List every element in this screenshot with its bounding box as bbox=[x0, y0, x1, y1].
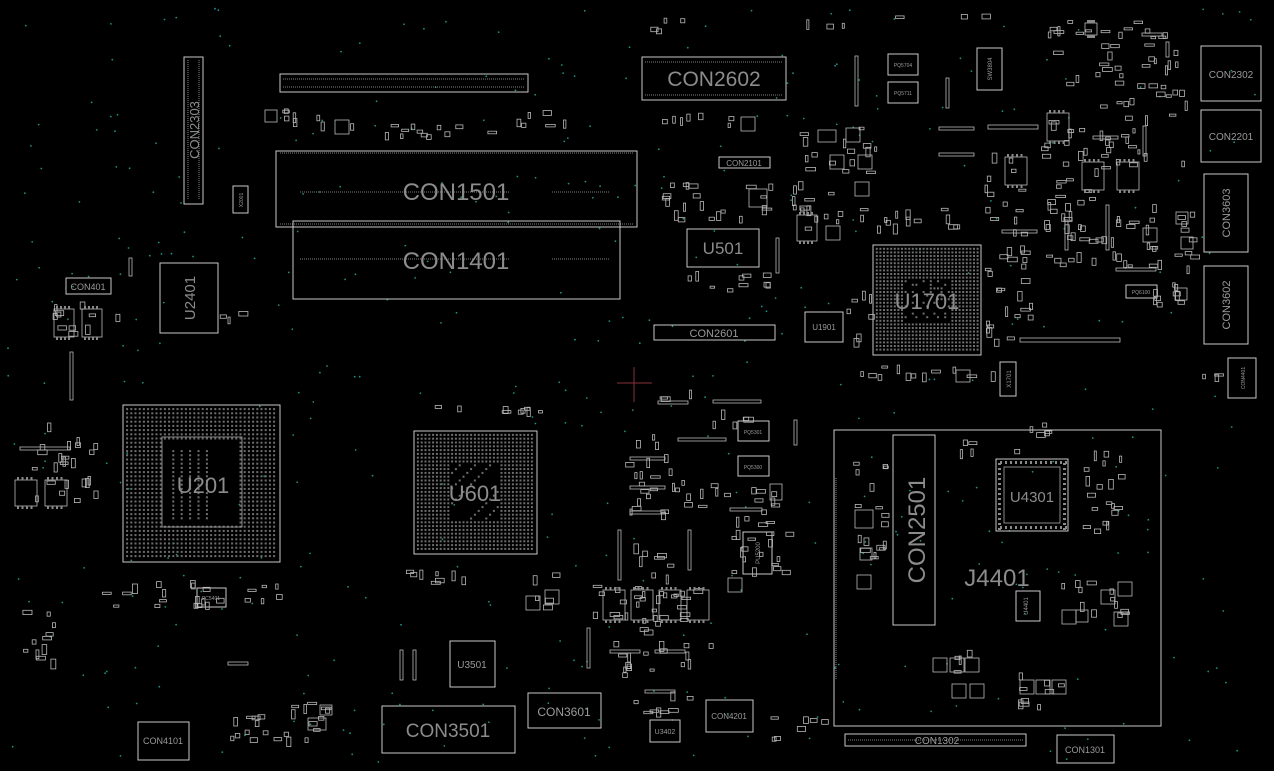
con2602-label: CON2602 bbox=[667, 68, 760, 91]
connector-con4201[interactable]: CON4201 bbox=[705, 699, 754, 733]
con1301-label: CON1301 bbox=[1065, 745, 1105, 755]
connector-con2501[interactable]: CON2501 bbox=[892, 434, 936, 626]
connector-con1301[interactable]: CON1301 bbox=[1056, 734, 1115, 764]
con3601-label: CON3601 bbox=[537, 705, 591, 719]
switch-sw3804[interactable]: SW3804 bbox=[976, 47, 1003, 91]
via-layer bbox=[7, 7, 1256, 763]
con1302-label: CON1302 bbox=[915, 736, 960, 747]
chip-u2401[interactable]: U2401 bbox=[159, 262, 219, 334]
mosfet-pq5711[interactable]: PQ5711 bbox=[887, 81, 919, 104]
chip-u4401[interactable]: U4401 bbox=[1015, 590, 1041, 622]
connector-con1501[interactable]: CON1501 bbox=[275, 150, 638, 228]
bga-u201[interactable]: U201 bbox=[122, 404, 281, 563]
x1701-label: X1701 bbox=[1007, 370, 1013, 388]
cap-pc5401[interactable]: PC5401 bbox=[196, 587, 227, 608]
con2302-label: CON2302 bbox=[1209, 70, 1254, 81]
connector-con401[interactable]: CON401 bbox=[65, 277, 112, 295]
pc5401-label: PC5401 bbox=[202, 596, 220, 602]
u601-ball-grid bbox=[416, 433, 533, 550]
u3402-label: U3402 bbox=[655, 729, 676, 736]
pq6100-label: PQ6100 bbox=[1132, 290, 1151, 296]
pq5711-label: PQ5711 bbox=[894, 91, 912, 97]
mosfet-pq5704[interactable]: PQ5704 bbox=[887, 53, 919, 76]
connector-con2602[interactable]: CON2602 bbox=[641, 56, 787, 101]
pq5301-label: PQ5301 bbox=[744, 430, 763, 436]
mosfet-pq6100[interactable]: PQ6100 bbox=[1125, 284, 1158, 299]
crosshair-cursor bbox=[617, 367, 652, 402]
connector-con2303[interactable]: CON2303 bbox=[183, 56, 204, 205]
con3603-label: CON3603 bbox=[1221, 189, 1233, 238]
connector-con3602[interactable]: CON3602 bbox=[1203, 265, 1249, 345]
chip-pu5200[interactable]: PU5200 bbox=[742, 531, 773, 575]
con2101-label: CON2101 bbox=[726, 159, 762, 168]
chip-u3402[interactable]: U3402 bbox=[649, 719, 681, 743]
mosfet-pq5300[interactable]: PQ5300 bbox=[737, 455, 770, 477]
connector-con4101[interactable]: CON4101 bbox=[137, 721, 190, 761]
u1901-label: U1901 bbox=[812, 323, 836, 332]
connector-con2101[interactable]: CON2101 bbox=[718, 156, 771, 169]
connector-con3603[interactable]: CON3603 bbox=[1203, 173, 1249, 253]
u4301-label: U4301 bbox=[1010, 489, 1054, 506]
connector-con3501[interactable]: CON3501 bbox=[381, 705, 516, 754]
con3602-label: CON3602 bbox=[1221, 281, 1233, 330]
u3501-label: U3501 bbox=[457, 660, 487, 671]
chip-u501[interactable]: U501 bbox=[686, 228, 760, 268]
chip-u3501[interactable]: U3501 bbox=[449, 640, 496, 688]
small-components bbox=[14, 13, 1224, 747]
chip-u4301[interactable]: U4301 bbox=[995, 458, 1069, 532]
connector-con2302[interactable]: CON2302 bbox=[1200, 45, 1262, 102]
con2201-label: CON2201 bbox=[1209, 132, 1254, 143]
u1701-label: U1701 bbox=[895, 289, 960, 314]
j4401-label: J4401 bbox=[964, 565, 1029, 592]
u501-label: U501 bbox=[703, 239, 744, 258]
u4401-label: U4401 bbox=[1024, 597, 1030, 615]
con4201-label: CON4201 bbox=[711, 712, 747, 721]
connector-con1401[interactable]: CON1401 bbox=[292, 220, 621, 300]
u601-label: U601 bbox=[449, 481, 502, 506]
con3501-label: CON3501 bbox=[406, 721, 491, 742]
x2001-label: X2001 bbox=[239, 193, 245, 208]
connector-top-strip[interactable] bbox=[279, 73, 529, 93]
con2303-label: CON2303 bbox=[187, 101, 202, 159]
u2401-label: U2401 bbox=[182, 276, 199, 320]
chip-u1901[interactable]: U1901 bbox=[804, 311, 844, 343]
pu5200-label: PU5200 bbox=[756, 541, 762, 563]
con4401-label: CON4401 bbox=[1241, 367, 1247, 389]
bga-u601[interactable]: U601 bbox=[413, 430, 538, 555]
pq5300-label: PQ5300 bbox=[744, 465, 763, 471]
mosfet-pq5301[interactable]: PQ5301 bbox=[737, 420, 770, 442]
connector-con2201[interactable]: CON2201 bbox=[1200, 109, 1262, 163]
u4301-pins bbox=[998, 461, 1067, 530]
connector-con2601[interactable]: CON2601 bbox=[653, 324, 776, 341]
sw3804-label: SW3804 bbox=[988, 57, 994, 81]
u201-label: U201 bbox=[177, 473, 230, 498]
con401-label: CON401 bbox=[70, 282, 105, 292]
connector-con1302[interactable]: CON1302 bbox=[844, 733, 1027, 747]
con2601-label: CON2601 bbox=[690, 328, 739, 340]
pq5704-label: PQ5704 bbox=[894, 63, 913, 69]
u1701-ball-grid bbox=[875, 247, 979, 351]
crystal-x1701[interactable]: X1701 bbox=[999, 361, 1017, 397]
connector-con4401[interactable]: CON4401 bbox=[1227, 357, 1257, 399]
connector-con3601[interactable]: CON3601 bbox=[527, 692, 602, 729]
con4101-label: CON4101 bbox=[143, 736, 183, 746]
crystal-x2001[interactable]: X2001 bbox=[232, 185, 249, 214]
con2501-label: CON2501 bbox=[904, 477, 931, 584]
connector-j4401[interactable]: J4401 bbox=[833, 429, 1162, 727]
con1401-label: CON1401 bbox=[403, 248, 510, 275]
con1501-label: CON1501 bbox=[403, 179, 510, 206]
bga-u1701[interactable]: U1701 bbox=[872, 244, 982, 356]
